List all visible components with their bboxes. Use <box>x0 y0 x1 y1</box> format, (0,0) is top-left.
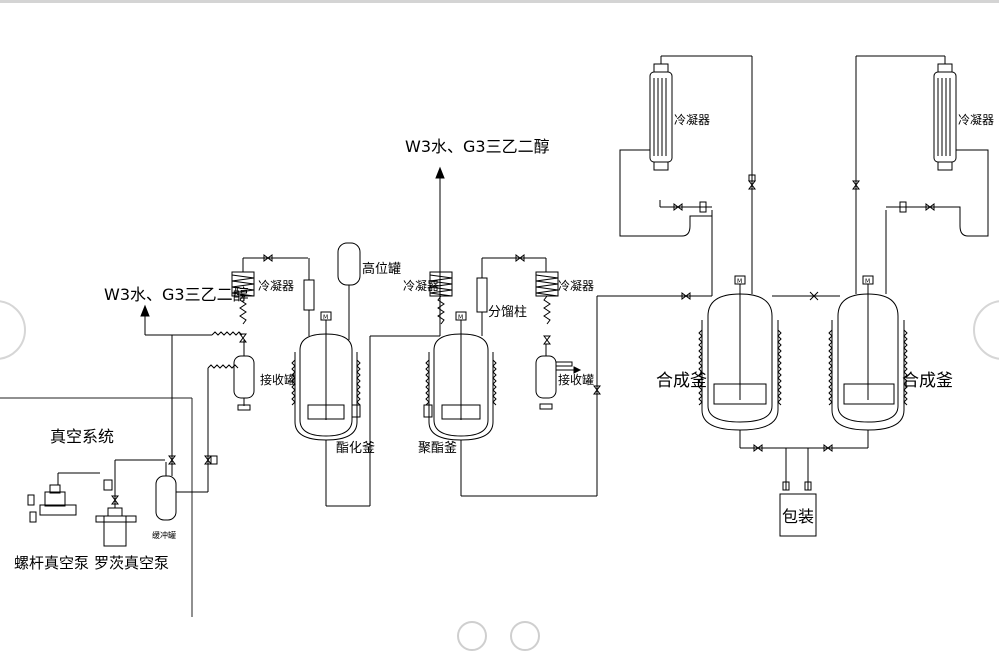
esterification-column <box>303 258 315 336</box>
high-tank-label: 高位罐 <box>362 261 401 277</box>
large-condenser-1-label: 冷凝器 <box>674 112 710 127</box>
polyester-motor: M <box>458 314 463 321</box>
right-small-condenser-label: 冷凝器 <box>558 278 594 293</box>
right-receiver-label: 接收罐 <box>558 372 594 387</box>
large-condenser-2-label: 冷凝器 <box>958 112 994 127</box>
left-condenser-label: 冷凝器 <box>258 278 294 293</box>
large-condenser-1 <box>619 55 753 237</box>
vacuum-system-frame <box>0 397 193 617</box>
diagram-canvas: 真空系统 螺杆真空泵 罗茨真空泵 <box>0 55 994 617</box>
emission-left-label: W3水、G3三乙二醇 <box>104 285 249 304</box>
polyester-reactor <box>423 292 712 497</box>
fractionating-column <box>476 254 546 336</box>
synthesis-2-label: 合成釜 <box>902 371 953 391</box>
center-condenser-label: 冷凝器 <box>403 278 439 293</box>
screw-pump-label: 螺杆真空泵 <box>14 554 89 572</box>
buffer-tank <box>155 335 208 521</box>
synthesis-2-motor: M <box>865 278 870 285</box>
carousel-dot-1[interactable] <box>457 621 487 651</box>
roots-vacuum-pump <box>95 459 165 547</box>
esterification-reactor <box>291 311 440 507</box>
left-condenser <box>231 254 308 343</box>
screw-vacuum-pump <box>27 472 100 523</box>
center-condenser <box>429 271 453 325</box>
packaging-label: 包装 <box>782 507 814 526</box>
left-receiver-tank <box>233 340 255 411</box>
roots-pump-label: 罗茨真空泵 <box>94 554 169 572</box>
synthesis-1-label: 合成釜 <box>656 371 707 391</box>
emission-center-label: W3水、G3三乙二醇 <box>405 137 550 156</box>
vacuum-system-label: 真空系统 <box>50 427 114 446</box>
synthesis-reactor-2 <box>772 160 908 448</box>
esterification-label: 酯化釜 <box>336 441 375 456</box>
top-border <box>0 0 999 3</box>
buffer-tank-label: 缓冲罐 <box>152 530 176 540</box>
esterification-motor: M <box>323 314 328 321</box>
synthesis-1-motor: M <box>737 278 742 285</box>
polyester-label: 聚酯釜 <box>418 441 457 456</box>
packaging-box <box>779 493 817 537</box>
synthesis-reactor-1 <box>698 160 782 448</box>
discharge-manifold <box>740 444 868 491</box>
high-level-tank <box>337 242 361 340</box>
left-receiver-label: 接收罐 <box>260 372 296 387</box>
carousel-dot-2[interactable] <box>510 621 540 651</box>
right-receiver-tank <box>535 344 582 410</box>
right-small-condenser <box>535 258 559 345</box>
large-condenser-2 <box>855 55 989 237</box>
left-emission-line <box>140 304 243 492</box>
fractionating-label: 分馏柱 <box>488 305 527 320</box>
